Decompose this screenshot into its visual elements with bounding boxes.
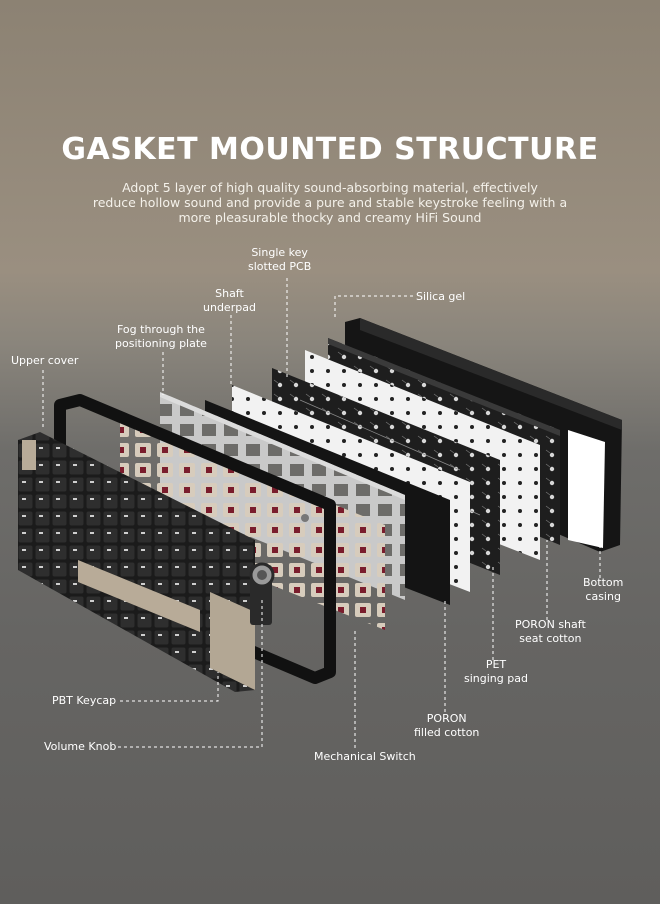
label-poron-filled: PORON filled cotton	[414, 712, 480, 739]
label-pbt-keycap: PBT Keycap	[52, 694, 117, 707]
keycap-layer	[18, 432, 255, 692]
label-single-key-pcb: Single key slotted PCB	[248, 246, 312, 273]
label-pet-pad: PET singing pad	[464, 658, 528, 685]
leader-lines	[42, 278, 601, 748]
mechanical-switch-layer	[120, 418, 385, 630]
label-silica-gel: Silica gel	[416, 290, 466, 303]
subtitle-line: reduce hollow sound and provide a pure a…	[92, 195, 568, 210]
leader-knob	[118, 600, 263, 748]
page-title: GASKET MOUNTED STRUCTURE	[61, 132, 599, 167]
leader-silica	[334, 295, 413, 320]
subtitle: Adopt 5 layer of high quality sound-abso…	[60, 180, 600, 225]
label-volume-knob: Volume Knob	[44, 740, 117, 753]
label-bottom-casing: Bottom casing	[583, 576, 624, 603]
label-fog-plate: Fog through the positioning plate	[115, 323, 207, 350]
label-shaft-underpad: Shaft underpad	[203, 287, 256, 314]
label-mechanical-switch: Mechanical Switch	[314, 750, 416, 763]
volume-knob	[249, 562, 275, 625]
subtitle-line: more pleasurable thocky and creamy HiFi …	[178, 210, 482, 225]
subtitle-line: Adopt 5 layer of high quality sound-abso…	[122, 180, 538, 195]
label-poron-shaft: PORON shaft seat cotton	[515, 618, 586, 645]
leader-keycap	[120, 672, 219, 702]
label-upper-cover: Upper cover	[11, 354, 79, 367]
